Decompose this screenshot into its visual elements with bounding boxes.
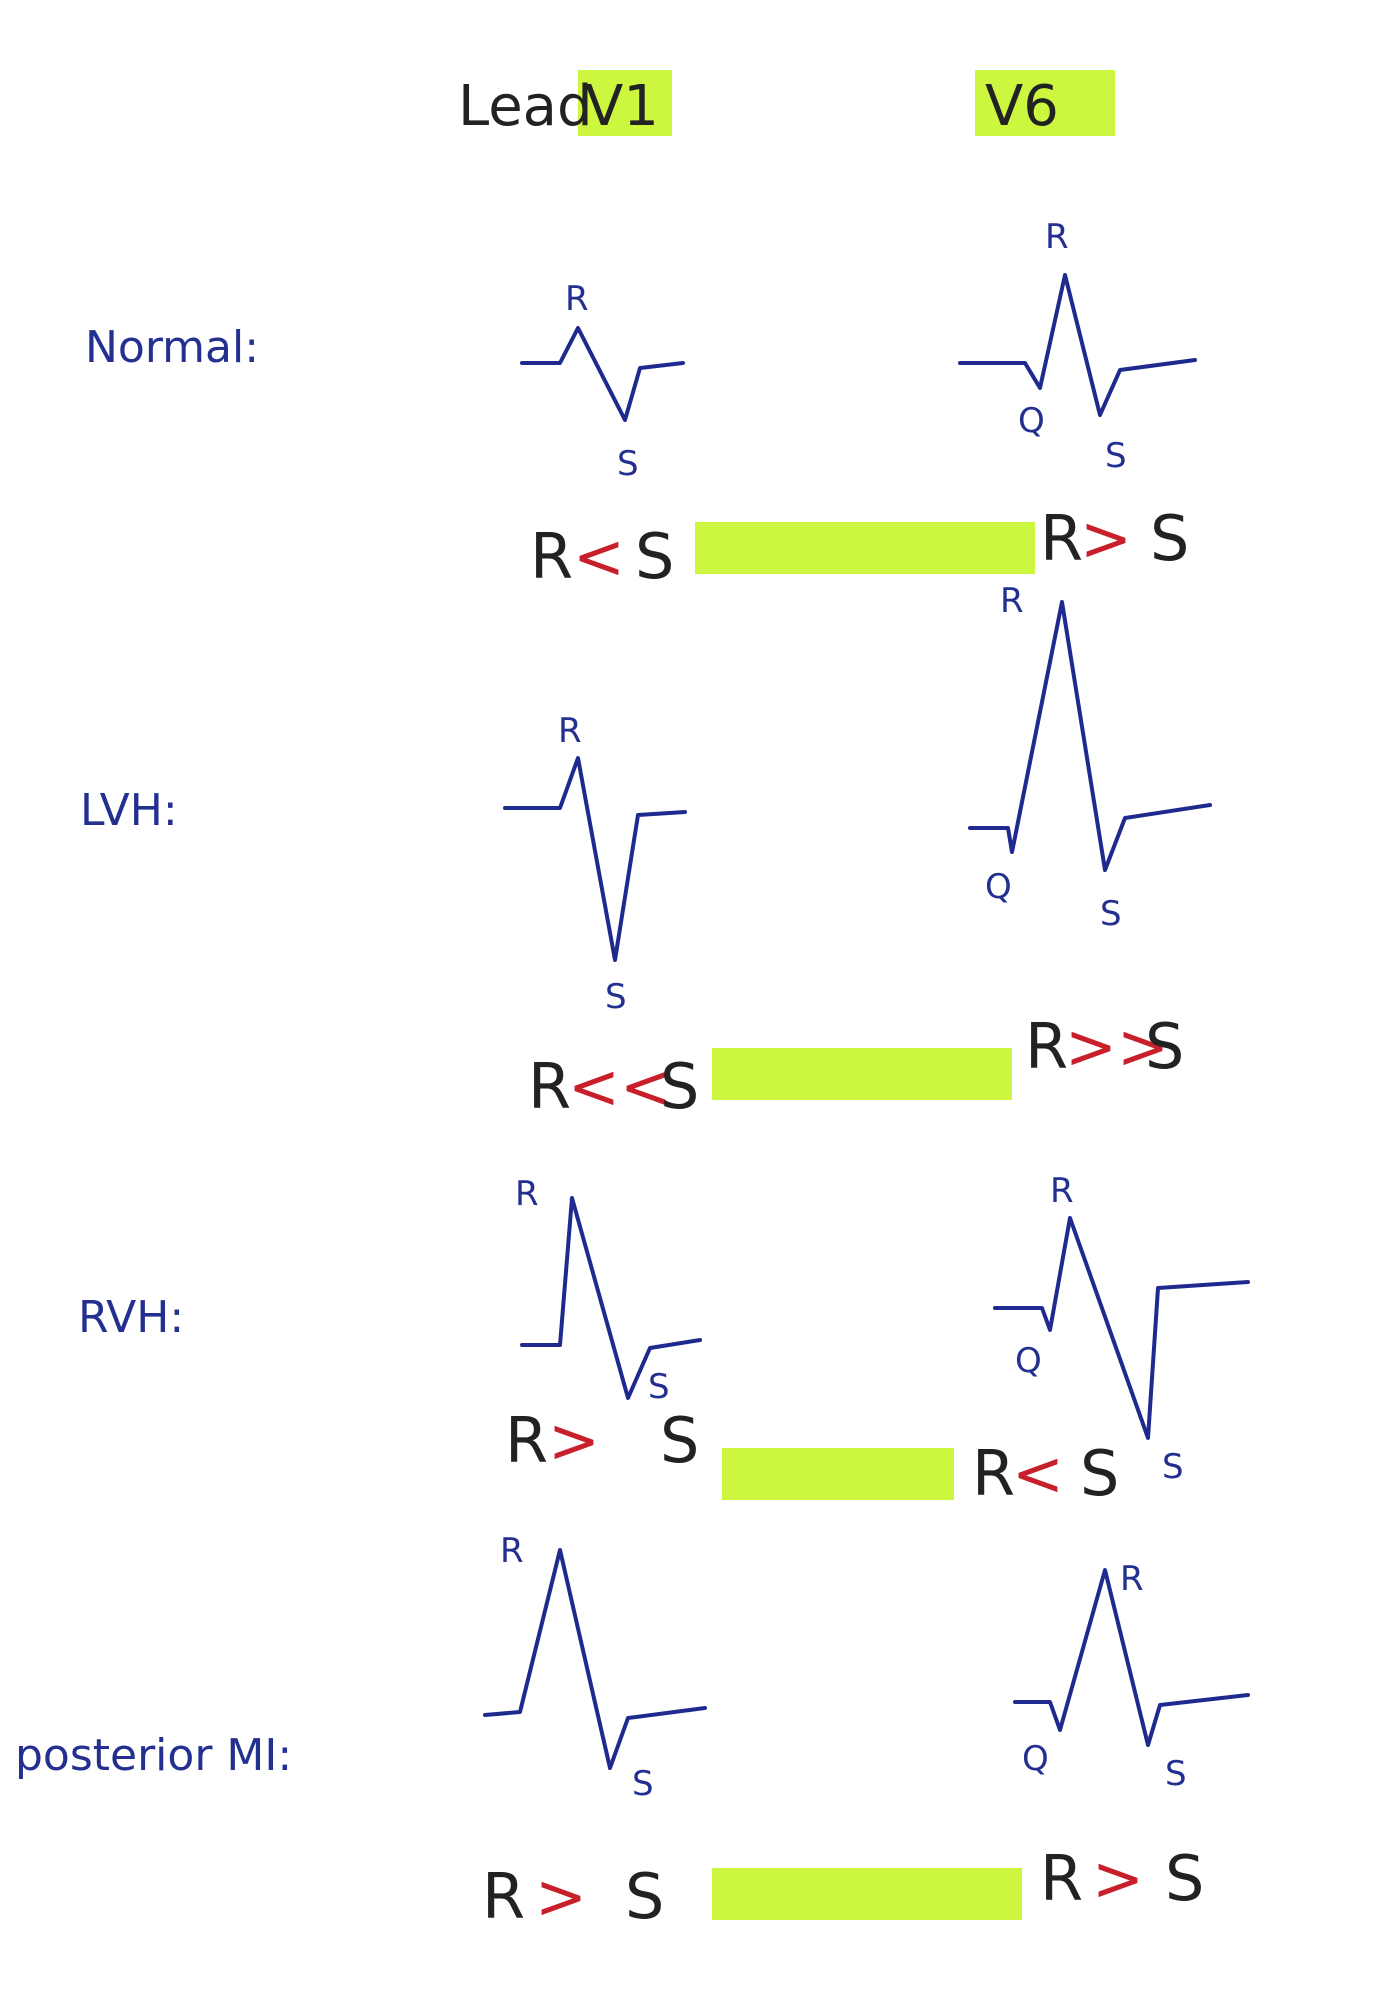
v1-compare-left: R <box>530 520 573 593</box>
v6-r-label: R <box>1120 1559 1144 1599</box>
v1-compare-operator: << <box>568 1050 672 1123</box>
v1-r-label: R <box>515 1174 539 1214</box>
v6-waveform <box>958 273 1197 417</box>
v6-compare-left: R <box>1040 1842 1083 1915</box>
v6-s-label: S <box>1105 436 1127 476</box>
v6-compare-operator: > <box>1080 502 1132 575</box>
v1-r-label: R <box>558 711 582 751</box>
row-normal: Normal: R S R Q S R < S R > S <box>85 217 1197 593</box>
v6-header-highlight <box>975 70 1115 136</box>
v6-s-label: S <box>1162 1447 1184 1487</box>
v6-waveform <box>1013 1568 1250 1747</box>
v1-waveform <box>520 326 685 422</box>
row-posterior-mi: posterior MI: R S R Q S R > S R > S <box>15 1531 1250 1933</box>
v6-q-label: Q <box>1022 1739 1049 1779</box>
v1-waveform <box>503 756 687 962</box>
v1-compare-operator: > <box>548 1404 600 1477</box>
v6-compare-operator: > <box>1092 1842 1144 1915</box>
row-rvh: RVH: R S R Q S R > S R < S <box>78 1171 1250 1510</box>
v1-header-highlight <box>578 70 672 136</box>
v6-compare-operator: < <box>1012 1437 1064 1510</box>
v1-compare-left: R <box>505 1404 548 1477</box>
compare-highlight-bar <box>712 1048 1012 1100</box>
compare-highlight-bar <box>695 522 1035 574</box>
v6-header: V6 <box>985 74 1059 139</box>
v1-header: V1 <box>585 74 659 139</box>
v6-compare-right: S <box>1150 502 1189 575</box>
v1-compare-operator: < <box>573 520 625 593</box>
v6-compare-right: S <box>1165 1842 1204 1915</box>
v6-q-label: Q <box>985 867 1012 907</box>
condition-label: Normal: <box>85 322 259 373</box>
v6-compare-right: S <box>1080 1437 1119 1510</box>
v1-s-label: S <box>648 1367 670 1407</box>
v6-s-label: S <box>1100 894 1122 934</box>
condition-label: RVH: <box>78 1292 184 1343</box>
lead-label: Lead <box>458 74 593 139</box>
v1-compare-right: S <box>625 1860 664 1933</box>
v6-compare-left: R <box>972 1437 1015 1510</box>
v6-q-label: Q <box>1015 1341 1042 1381</box>
v1-s-label: S <box>632 1764 654 1804</box>
v1-r-label: R <box>500 1531 524 1571</box>
column-headers: Lead V1 V6 <box>458 70 1115 139</box>
row-lvh: LVH: R S R Q S R << S R >> S <box>80 581 1212 1123</box>
compare-highlight-bar <box>712 1868 1022 1920</box>
v6-waveform <box>968 600 1212 872</box>
v1-r-label: R <box>565 279 589 319</box>
v1-compare-left: R <box>482 1860 525 1933</box>
v1-waveform <box>483 1548 707 1770</box>
v1-waveform <box>520 1196 702 1400</box>
v6-s-label: S <box>1165 1754 1187 1794</box>
condition-label: posterior MI: <box>15 1730 292 1781</box>
condition-label: LVH: <box>80 785 178 836</box>
v1-compare-operator: > <box>535 1860 587 1933</box>
v6-q-label: Q <box>1018 401 1045 441</box>
v6-r-label: R <box>1000 581 1024 621</box>
v1-compare-right: S <box>635 520 674 593</box>
v1-compare-left: R <box>528 1050 571 1123</box>
compare-highlight-bar <box>722 1448 954 1500</box>
v1-compare-right: S <box>660 1050 699 1123</box>
v1-s-label: S <box>617 444 639 484</box>
v6-compare-right: S <box>1145 1010 1184 1083</box>
v6-r-label: R <box>1050 1171 1074 1211</box>
v6-compare-operator: >> <box>1065 1010 1169 1083</box>
v1-s-label: S <box>605 977 627 1017</box>
v6-waveform <box>993 1216 1250 1440</box>
v6-compare-left: R <box>1040 502 1083 575</box>
v1-compare-right: S <box>660 1404 699 1477</box>
v6-compare-left: R <box>1025 1010 1068 1083</box>
v6-r-label: R <box>1045 217 1069 257</box>
